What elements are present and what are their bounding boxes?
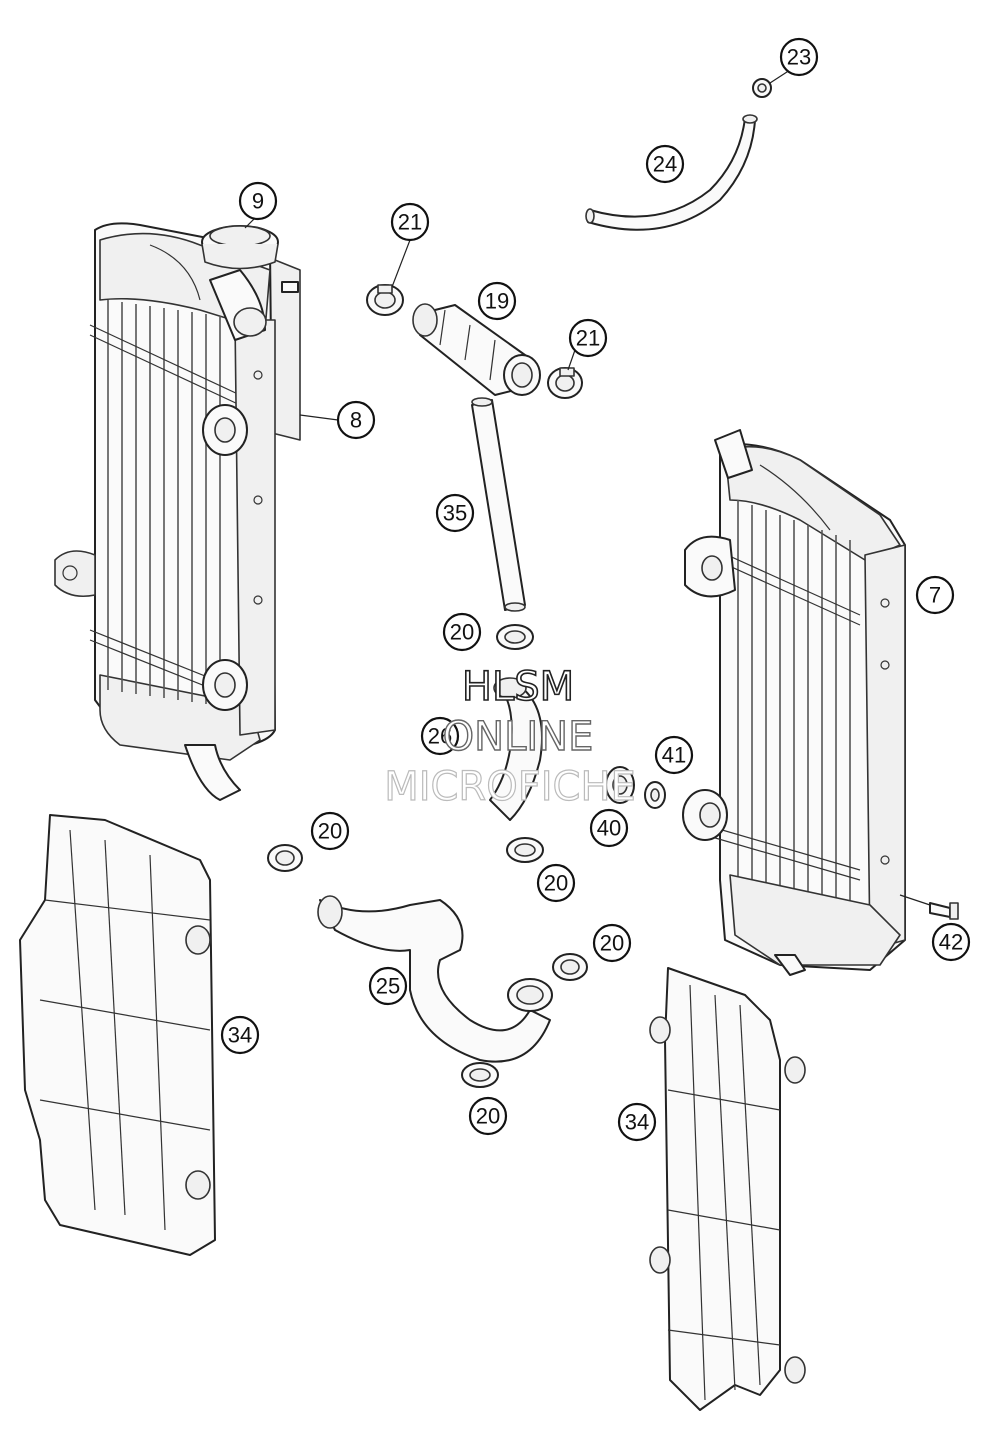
watermark-line-3: MICROFICHE	[384, 764, 636, 810]
svg-text:21: 21	[576, 326, 600, 351]
svg-text:20: 20	[544, 871, 568, 896]
breather-hose	[585, 114, 758, 231]
hose-clamp-20-mid	[506, 837, 544, 863]
svg-text:20: 20	[600, 931, 624, 956]
hose-clip-23	[752, 78, 772, 98]
hose-clamp-21-left	[366, 284, 404, 316]
callout-35: 35	[435, 493, 475, 533]
svg-text:35: 35	[443, 501, 467, 526]
callout-20-mid: 20	[536, 863, 576, 903]
svg-text:8: 8	[350, 408, 362, 433]
svg-text:20: 20	[450, 620, 474, 645]
svg-text:26: 26	[428, 724, 452, 749]
callout-34-right: 34	[617, 1102, 657, 1142]
svg-text:7: 7	[929, 583, 941, 608]
radiator-cap	[201, 225, 299, 293]
callout-23: 23	[779, 37, 819, 77]
callout-20-left: 20	[310, 811, 350, 851]
hose-clamp-21-right	[547, 367, 583, 399]
callout-40: 40	[589, 808, 629, 848]
screw-42	[929, 902, 959, 920]
svg-text:25: 25	[376, 974, 400, 999]
callout-24: 24	[645, 144, 685, 184]
right-radiator-guard	[649, 967, 806, 1411]
svg-text:19: 19	[485, 289, 509, 314]
svg-text:24: 24	[653, 152, 677, 177]
svg-text:34: 34	[228, 1023, 252, 1048]
callout-20-right: 20	[592, 923, 632, 963]
coolant-hose-26	[489, 677, 543, 821]
watermark: HLSM ONLINE MICROFICHE	[384, 663, 637, 810]
right-radiator	[682, 429, 906, 976]
svg-text:21: 21	[398, 210, 422, 235]
leader-lines	[244, 69, 931, 906]
svg-text:41: 41	[662, 743, 686, 768]
callout-42: 42	[931, 922, 971, 962]
svg-text:42: 42	[939, 930, 963, 955]
coolant-pipe	[471, 397, 526, 612]
svg-text:9: 9	[252, 189, 264, 214]
hose-clamp-20-right	[552, 953, 588, 981]
hose-clamp-20-left	[267, 844, 303, 872]
callout-9: 9	[238, 181, 278, 221]
coolant-hose-25	[317, 895, 553, 1063]
left-radiator	[54, 222, 301, 801]
callout-7: 7	[915, 575, 955, 615]
callout-41: 41	[654, 735, 694, 775]
left-radiator-guard	[19, 814, 216, 1256]
callout-19: 19	[477, 281, 517, 321]
svg-text:20: 20	[476, 1104, 500, 1129]
hose-clamp-20-bottom	[461, 1062, 499, 1088]
svg-text:23: 23	[787, 45, 811, 70]
callout-20-bottom: 20	[468, 1096, 508, 1136]
thermostat-housing	[412, 303, 541, 396]
callout-8: 8	[336, 400, 376, 440]
svg-text:34: 34	[625, 1110, 649, 1135]
svg-text:20: 20	[318, 819, 342, 844]
callout-25: 25	[368, 966, 408, 1006]
watermark-line-1: HLSM	[462, 664, 574, 710]
rubber-bushing-40	[605, 766, 635, 804]
callout-21-right: 21	[568, 318, 608, 358]
bushing-washer-41	[644, 781, 666, 809]
callout-21-left: 21	[390, 202, 430, 242]
hose-clamp-20-top	[496, 624, 534, 650]
svg-text:40: 40	[597, 816, 621, 841]
watermark-line-2: ONLINE	[443, 714, 594, 760]
callout-26: 26	[420, 716, 460, 756]
callout-20-top: 20	[442, 612, 482, 652]
callout-34-left: 34	[220, 1015, 260, 1055]
